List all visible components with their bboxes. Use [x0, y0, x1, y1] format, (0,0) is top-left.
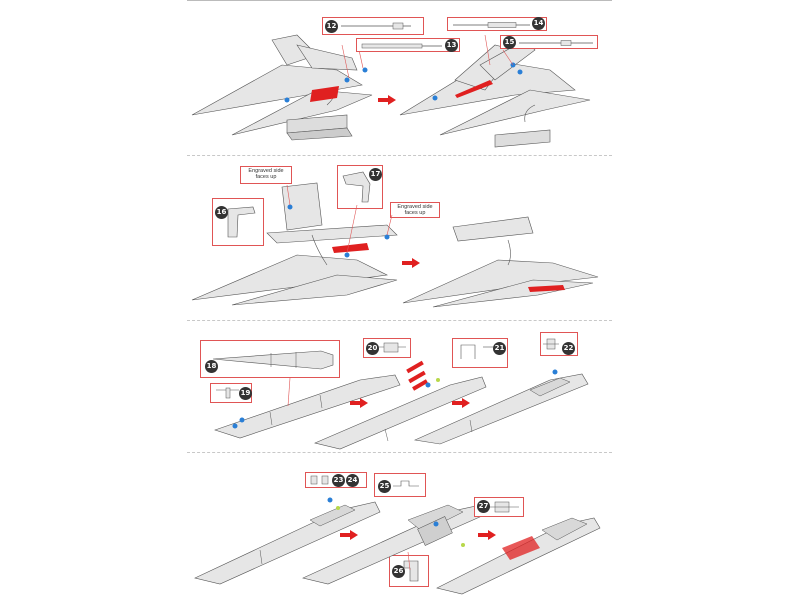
- row3-ship-left: [214, 374, 401, 439]
- right-arrow-icon: [378, 95, 396, 105]
- row4-ship-middle: [302, 504, 483, 585]
- right-arrow-icon: [402, 258, 420, 268]
- callout-part-18: [200, 340, 340, 378]
- callout-note-right: [390, 202, 440, 218]
- right-arrow-icon: [340, 530, 358, 540]
- part-number-23: 23: [332, 474, 345, 487]
- right-arrow-icon: [478, 530, 496, 540]
- part-number-16: 16: [215, 206, 228, 219]
- note-engraved-left: Engraved side faces up: [248, 168, 284, 180]
- callout-part-13: [356, 38, 460, 52]
- callout-note-left: [240, 166, 292, 184]
- part-number-15: 15: [503, 36, 516, 49]
- part-number-25: 25: [378, 480, 391, 493]
- callout-part-14: [447, 17, 547, 31]
- part-number-13: 13: [445, 39, 458, 52]
- row4-ship-right: [436, 517, 601, 595]
- row4-ship-left: [194, 497, 381, 585]
- part-number-12: 12: [325, 20, 338, 33]
- part-number-27: 27: [477, 500, 490, 513]
- part-number-21: 21: [493, 342, 506, 355]
- part-number-18: 18: [205, 360, 218, 373]
- row2-ship-left: [191, 182, 398, 306]
- callout-part-15: [500, 35, 598, 49]
- row1-ship-left: [191, 34, 373, 141]
- step-divider: [187, 320, 612, 321]
- note-engraved-right: Engraved side faces up: [397, 204, 433, 216]
- part-number-24: 24: [346, 474, 359, 487]
- top-border: [187, 0, 612, 1]
- callout-part-17: [337, 165, 383, 209]
- row3-ship-right: [413, 369, 589, 445]
- part-number-20: 20: [366, 342, 379, 355]
- row3-ship-middle: [314, 360, 487, 450]
- part-number-19: 19: [239, 387, 252, 400]
- row1-ship-right: [399, 34, 591, 148]
- part-number-22: 22: [562, 342, 575, 355]
- callout-part-12: [322, 17, 424, 35]
- row2-ship-right: [402, 216, 599, 308]
- step-divider: [187, 155, 612, 156]
- part-number-26: 26: [392, 565, 405, 578]
- part-number-14: 14: [532, 17, 545, 30]
- right-arrow-icon: [350, 398, 368, 408]
- part-number-17: 17: [369, 168, 382, 181]
- step-divider: [187, 452, 612, 453]
- right-arrow-icon: [452, 398, 470, 408]
